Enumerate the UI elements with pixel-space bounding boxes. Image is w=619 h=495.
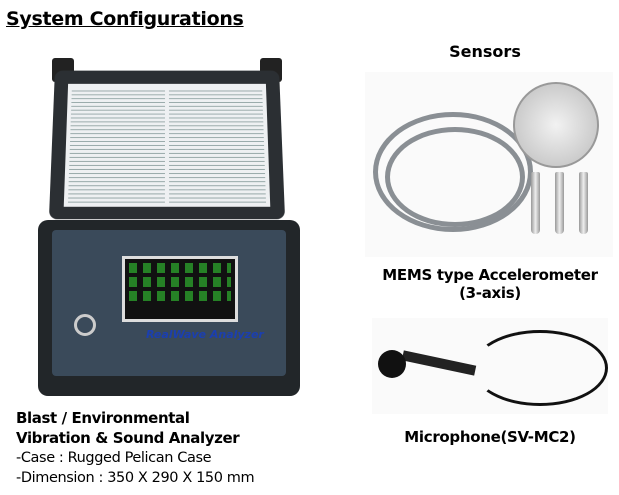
analyzer-case-photo: RealWave Analyzer xyxy=(30,58,302,398)
analyzer-title-2: Vibration & Sound Analyzer xyxy=(16,429,240,447)
mic-cable xyxy=(472,330,608,406)
accelerometer-label: MEMS type Accelerometer (3-axis) xyxy=(365,266,615,302)
sensors-heading: Sensors xyxy=(449,42,521,61)
dimension-spec: -Dimension : 350 X 290 X 150 mm xyxy=(16,470,255,486)
windscreen xyxy=(378,350,406,378)
mic-body xyxy=(401,350,477,376)
case-spec: -Case : Rugged Pelican Case xyxy=(16,450,212,466)
device-logo: RealWave Analyzer xyxy=(146,328,264,341)
accelerometer-sensor xyxy=(513,82,599,168)
accelerometer-photo xyxy=(365,72,613,257)
case-lid xyxy=(48,70,286,220)
microphone-photo xyxy=(372,318,608,414)
accelerometer-label-2: (3-axis) xyxy=(459,284,521,302)
connector xyxy=(74,314,96,336)
analyzer-description: Blast / Environmental Vibration & Sound … xyxy=(16,408,255,488)
cable xyxy=(373,112,533,232)
mount-pin xyxy=(531,172,540,234)
microphone-label: Microphone(SV-MC2) xyxy=(404,428,576,446)
mount-pin xyxy=(555,172,564,234)
page-title: System Configurations xyxy=(6,8,244,30)
cable xyxy=(385,127,525,227)
device-panel: RealWave Analyzer xyxy=(52,230,286,376)
mount-pin xyxy=(579,172,588,234)
case-body: RealWave Analyzer xyxy=(38,220,300,396)
accelerometer-label-1: MEMS type Accelerometer xyxy=(382,266,598,284)
device-screen xyxy=(122,256,238,322)
analyzer-title-1: Blast / Environmental xyxy=(16,409,190,427)
